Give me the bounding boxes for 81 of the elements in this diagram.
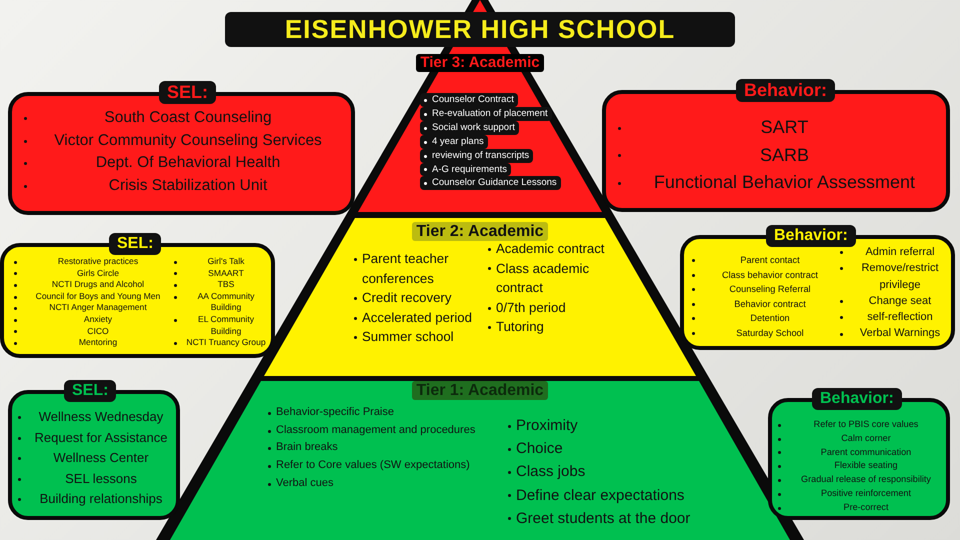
list-item: 0/7th period: [488, 298, 618, 318]
pyramid-tier: [264, 218, 696, 376]
list-item: Crisis Stabilization Unit: [24, 174, 344, 197]
list-item: Verbal Warnings: [840, 325, 952, 342]
list-item: Girls Circle: [14, 268, 174, 280]
list-item: NCTI Truancy Group: [174, 337, 270, 349]
list-item: Parent communication: [778, 446, 946, 460]
list-item: Re-evaluation of placement: [420, 106, 552, 121]
list-item: Academic contract: [488, 239, 618, 259]
list-item: Victor Community Counseling Services: [24, 130, 344, 152]
list-item: Wellness Wednesday: [18, 407, 176, 428]
list-item: SARB: [618, 142, 943, 169]
list-item: Brain breaks: [268, 439, 508, 458]
list-item: Parent contact: [692, 253, 840, 268]
list-item: Anxiety: [14, 314, 174, 326]
tier-heading: Tier 1: Academic: [412, 381, 548, 400]
list-item: Behavior-specific Praise: [268, 404, 508, 422]
list-item: Gradual release of responsibility: [778, 473, 946, 487]
card-heading: Behavior:: [736, 78, 836, 102]
list-item: EL Community Building: [174, 314, 270, 338]
list-item: Class academic contract: [488, 258, 618, 298]
list-item: Pre-correct: [778, 500, 946, 515]
list-item: Proximity: [508, 414, 748, 438]
list-item: Verbal cues: [268, 474, 508, 493]
list-item: NCTI Drugs and Alcohol: [14, 279, 174, 291]
list-item: Tutoring: [488, 317, 618, 337]
tier-heading: Tier 2: Academic: [412, 222, 548, 242]
card-heading: SEL:: [109, 233, 162, 255]
card-heading: Behavior:: [766, 225, 856, 247]
list-item: Behavior contract: [692, 296, 840, 311]
list-item: Define clear expectations: [508, 484, 748, 507]
card-heading: SEL:: [64, 380, 116, 402]
list-item: reviewing of transcripts: [420, 148, 534, 163]
list-item: 4 year plans: [420, 134, 488, 149]
list-item: Parent teacher conferences: [354, 249, 488, 288]
list-item: SEL lessons: [18, 468, 176, 489]
list-item: SART: [618, 114, 943, 142]
list-item: Change seat: [840, 292, 952, 310]
list-item: Class jobs: [508, 460, 748, 484]
list-item: Social work support: [420, 120, 519, 135]
list-item: Restorative practices: [14, 256, 174, 268]
list-item: Counseling Referral: [692, 282, 840, 296]
list-item: Flexible seating: [778, 459, 946, 474]
list-item: Choice: [508, 437, 748, 460]
list-item: Counselor Guidance Lessons: [420, 176, 561, 190]
list-item: Council for Boys and Young Men: [14, 290, 174, 302]
list-item: Request for Assistance: [18, 428, 176, 448]
list-item: Dept. Of Behavioral Health: [24, 152, 344, 174]
list-item: Detention: [692, 311, 840, 326]
list-item: South Coast Counseling: [24, 107, 344, 130]
card-heading: Behavior:: [812, 388, 902, 410]
list-item: Credit recovery: [354, 288, 488, 308]
list-item: TBS: [174, 279, 270, 291]
card-heading: SEL:: [159, 80, 216, 104]
list-item: Building relationships: [18, 489, 176, 510]
list-item: Refer to PBIS core values: [778, 418, 946, 432]
list-item: Accelerated period: [354, 308, 488, 328]
list-item: Refer to Core values (SW expectations): [268, 457, 508, 475]
list-item: Calm corner: [778, 432, 946, 446]
list-item: Saturday School: [692, 326, 840, 340]
list-item: SMAART: [174, 268, 270, 280]
list-item: self-reflection: [840, 309, 952, 326]
list-item: Girl's Talk: [174, 256, 270, 268]
list-item: AA Community Building: [174, 290, 270, 314]
list-item: Wellness Center: [18, 448, 176, 468]
list-item: Summer school: [354, 327, 488, 347]
list-item: Functional Behavior Assessment: [618, 169, 943, 196]
list-item: Mentoring: [14, 337, 174, 349]
list-item: Class behavior contract: [692, 268, 840, 282]
list-item: Counselor Contract: [420, 93, 518, 107]
list-item: Classroom management and procedures: [268, 422, 508, 440]
pyramid-tier: [170, 381, 790, 540]
list-item: A-G requirements: [420, 162, 511, 176]
list-item: CICO: [14, 326, 174, 338]
list-item: NCTI Anger Management: [14, 302, 174, 314]
tier-heading: Tier 3: Academic: [416, 54, 544, 72]
list-item: Remove/restrict privilege: [840, 260, 952, 293]
list-item: Greet students at the door: [508, 506, 748, 530]
list-item: Admin referral: [840, 244, 952, 260]
title-banner: EISENHOWER HIGH SCHOOL: [225, 12, 735, 47]
list-item: Positive reinforcement: [778, 486, 946, 501]
